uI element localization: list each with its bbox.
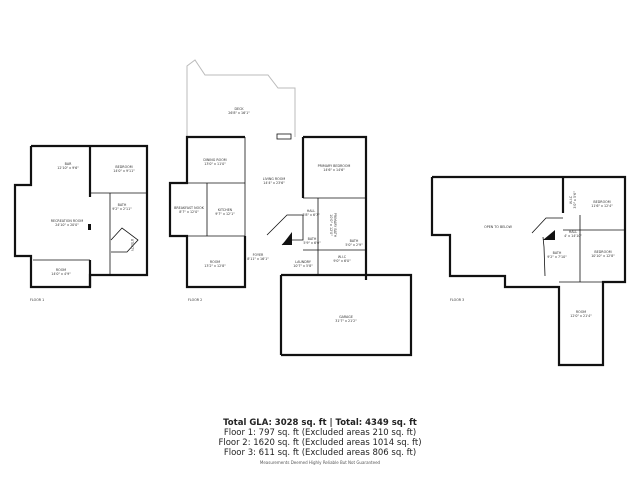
floor-label: FLOOR 2 <box>188 298 202 302</box>
room-dimensions: 31'7" x 21'2" <box>335 319 357 323</box>
room-label: UTILITY <box>130 239 134 252</box>
room-dimensions: 9'2" x 7'10" <box>547 255 567 259</box>
room-label: KITCHEN <box>218 208 233 212</box>
room-label: PRIMARY BEDROOM <box>318 164 351 168</box>
floor-2-area: Floor 2: 1620 sq. ft (Excluded areas 101… <box>218 438 422 448</box>
room-label: ROOM <box>576 310 586 314</box>
floor-3-area: Floor 3: 611 sq. ft (Excluded areas 806 … <box>223 448 417 458</box>
room-dimensions: 14'6" x 14'6" <box>323 168 345 172</box>
room-dimensions: 5'0" x 2'9" <box>345 243 363 247</box>
room-dimensions: 8'11" x 16'1" <box>247 257 269 261</box>
room-label: RECREATION ROOM <box>51 219 84 223</box>
room-label: BAR <box>65 162 73 166</box>
room-dimensions: 26'8" x 16'1" <box>228 111 250 115</box>
room-dimensions: 4' x 14'10" <box>564 234 582 238</box>
room-label: BEDROOM <box>115 165 132 169</box>
room-dimensions: 14'4" x 23'6" <box>263 181 285 185</box>
room-label: DINING ROOM <box>203 158 226 162</box>
room-label: DECK <box>234 107 244 111</box>
room-label: LIVING ROOM <box>263 177 286 181</box>
room-dimensions: 12'0" x 21'4" <box>570 314 592 318</box>
disclaimer: Measurements Deemed Highly Reliable But … <box>259 460 381 465</box>
area-summary: Total GLA: 3028 sq. ft | Total: 4349 sq.… <box>0 418 640 468</box>
room-label: LAUNDRY <box>295 260 312 264</box>
room-dimensions: 9'2" x 2'11" <box>112 207 132 211</box>
room-label: ROOM <box>56 268 66 272</box>
room-label: OPEN TO BELOW <box>484 225 512 229</box>
floor-2-plan: DECK 26'8" x 16'1" DINING ROOM 13'0" x 1… <box>168 59 413 357</box>
room-label: BATH <box>308 237 317 241</box>
room-dimensions: 24'10" x 20'0" <box>55 223 79 227</box>
floor-1-plan: BAR 12'10" x 9'6" BEDROOM 14'0" x 9'11" … <box>13 144 149 302</box>
room-label: BREAKFAST NOOK <box>174 206 205 210</box>
room-label: BATH <box>118 203 127 207</box>
room-label: W.I.C <box>338 255 347 259</box>
room-dimensions: 11'6" x 12'4" <box>591 204 613 208</box>
room-label: BEDROOM <box>593 200 610 204</box>
room-dimensions: 10'0" x 12'0" <box>329 214 333 236</box>
room-dimensions: 9'0" x 6'0" <box>333 259 351 263</box>
room-label: PRIMARY BATH <box>333 213 337 238</box>
total-area: Total GLA: 3028 sq. ft | Total: 4349 sq.… <box>223 418 417 428</box>
room-label: HALL <box>569 230 578 234</box>
room-label: GARAGE <box>339 315 353 319</box>
room-dimensions: 14'0" x 9'11" <box>113 169 135 173</box>
room-dimensions: 5'9" x 6'0" <box>303 241 321 245</box>
floor-3-plan: OPEN TO BELOW BEDROOM 11'6" x 12'4" W.I.… <box>430 175 627 367</box>
room-dimensions: 3'8" x 6'7" <box>302 213 320 217</box>
room-label: ROOM <box>210 260 220 264</box>
room-dimensions: 10'7" x 5'8" <box>293 264 313 268</box>
floor-1-area: Floor 1: 797 sq. ft (Excluded areas 210 … <box>223 428 417 438</box>
room-label: HALL <box>307 209 316 213</box>
room-label: FOYER <box>253 253 264 257</box>
room-dimensions: 3'0" x 5'6" <box>573 191 577 209</box>
room-dimensions: 10'10" x 12'8" <box>591 254 615 258</box>
room-dimensions: 9'7" x 12'1" <box>215 212 235 216</box>
room-dimensions: 14'0" x 4'9" <box>51 272 71 276</box>
room-dimensions: 8'7" x 12'0" <box>179 210 199 214</box>
room-label: BATH <box>350 239 359 243</box>
room-label: W.I.C <box>569 195 573 204</box>
room-label: BEDROOM <box>594 250 611 254</box>
room-dimensions: 13'0" x 11'0" <box>204 162 226 166</box>
room-dimensions: 12'10" x 9'6" <box>57 166 79 170</box>
floor-label: FLOOR 3 <box>450 298 464 302</box>
floor-label: FLOOR 1 <box>30 298 44 302</box>
room-dimensions: 13'2" x 12'8" <box>204 264 226 268</box>
room-label: BATH <box>553 251 562 255</box>
